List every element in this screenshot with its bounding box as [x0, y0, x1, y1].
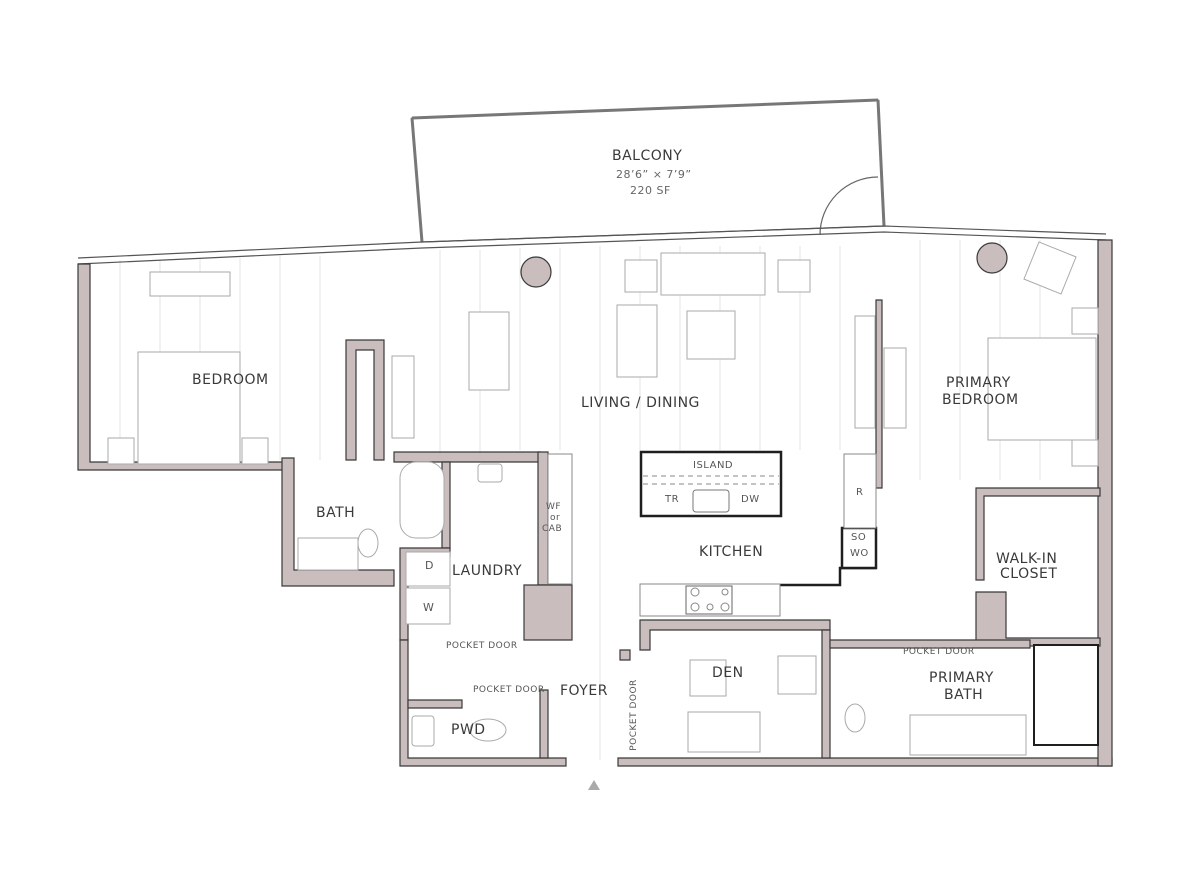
living-dining-label: LIVING / DINING	[581, 395, 700, 411]
bath-label: BATH	[316, 505, 356, 521]
counters	[547, 453, 877, 617]
walk-in-closet-label-1: WALK-IN	[996, 551, 1058, 567]
pocket-door-laundry-label: POCKET DOOR	[446, 641, 518, 651]
entry-arrow-icon	[588, 780, 600, 790]
shower-enclosure	[1033, 644, 1099, 746]
laundry-label: LAUNDRY	[452, 563, 523, 579]
kitchen-walls	[776, 526, 878, 615]
balcony-dimensions: 28’6” × 7’9”	[616, 168, 692, 181]
furniture	[107, 241, 1099, 756]
pocket-door-den-label: POCKET DOOR	[628, 679, 639, 751]
pwd-label: PWD	[451, 722, 486, 738]
pocket-door-primary-bath-label: POCKET DOOR	[903, 647, 975, 657]
floor-planks	[119, 240, 1041, 760]
oven-label-1: SO	[851, 532, 867, 543]
balcony-area: 220 SF	[630, 184, 671, 197]
dishwasher-label: DW	[741, 494, 760, 505]
island-label: ISLAND	[693, 460, 734, 471]
wf-label: WF	[546, 502, 562, 512]
foyer-label: FOYER	[560, 683, 608, 699]
cab-label: CAB	[542, 524, 563, 534]
bedroom-label: BEDROOM	[192, 372, 269, 388]
primary-bath-label-1: PRIMARY	[929, 670, 994, 686]
walk-in-closet-label-2: CLOSET	[1000, 566, 1058, 582]
walls	[77, 239, 1113, 767]
primary-bedroom-label-2: BEDROOM	[942, 392, 1019, 408]
exterior-glazing	[77, 225, 1107, 265]
dryer-label: D	[425, 559, 434, 572]
primary-bedroom-label-1: PRIMARY	[946, 375, 1011, 391]
den-label: DEN	[712, 665, 744, 681]
pocket-door-pwd-label: POCKET DOOR	[473, 685, 545, 695]
island-drawing	[639, 450, 783, 518]
washer-label: W	[423, 601, 435, 614]
balcony-label: BALCONY	[612, 148, 683, 164]
kitchen-label: KITCHEN	[699, 544, 764, 560]
structural-columns	[520, 242, 1008, 288]
oven-label-2: WO	[850, 548, 869, 559]
trash-label: TR	[665, 494, 680, 505]
refrigerator-label: R	[856, 487, 864, 498]
primary-bath-label-2: BATH	[944, 687, 984, 703]
or-label: or	[550, 513, 561, 523]
